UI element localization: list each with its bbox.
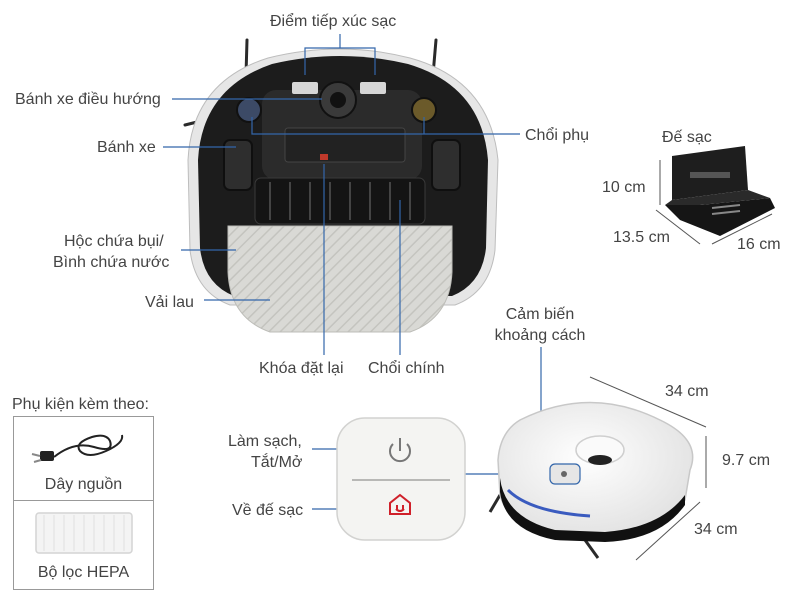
accessory-power-cord: Dây nguồn [13, 416, 154, 502]
mop-cloth [227, 225, 453, 333]
dock-width: 16 cm [737, 236, 781, 253]
accessories-title: Phụ kiện kèm theo: [12, 396, 149, 413]
left-wheel [223, 139, 253, 191]
dock-depth: 13.5 cm [613, 229, 670, 246]
label-reset-lock: Khóa đặt lại [259, 360, 344, 377]
right-wheel [431, 139, 461, 191]
label-nav-wheel: Bánh xe điều hướng [15, 91, 161, 108]
label-side-brush: Chổi phụ [525, 127, 590, 144]
label-mop-cloth: Vải lau [145, 294, 194, 311]
control-panel [336, 417, 466, 541]
label-main-brush: Chổi chính [368, 360, 445, 377]
robot-width: 34 cm [665, 383, 709, 400]
label-dust-bin-line2: Bình chứa nước [53, 254, 170, 271]
power-cord-icon [31, 434, 124, 463]
dock-title: Đế sạc [662, 129, 712, 146]
accessory-label-power-cord: Dây nguồn [44, 476, 123, 493]
side-brush-left [236, 97, 262, 123]
hepa-filter-icon [35, 512, 133, 554]
label-charge-contacts: Điểm tiếp xúc sạc [270, 13, 397, 30]
label-clean-power-line1: Làm sạch, [228, 433, 302, 450]
home-icon [389, 493, 411, 515]
charging-dock [665, 146, 775, 236]
label-wheel: Bánh xe [97, 139, 156, 156]
dock-dimension-lines [655, 160, 773, 245]
accessory-label-hepa-filter: Bộ lọc HEPA [37, 564, 130, 581]
accessory-hepa-filter: Bộ lọc HEPA [13, 500, 154, 590]
callout-lines [163, 34, 596, 510]
charge-contact-left [292, 82, 318, 94]
robot-depth: 34 cm [694, 521, 738, 538]
dock-height: 10 cm [602, 179, 646, 196]
main-brush [254, 177, 426, 225]
robot-underside [183, 38, 499, 333]
power-icon [389, 438, 411, 463]
robot-top [488, 401, 694, 559]
robot-height: 9.7 cm [722, 452, 771, 469]
label-dust-bin-line1: Hộc chứa bụi/ [64, 233, 164, 250]
charge-contact-right [360, 82, 386, 94]
label-distance-sensor-line2: khoảng cách [494, 327, 586, 344]
label-distance-sensor-line1: Cảm biến [505, 306, 575, 323]
label-clean-power-line2: Tắt/Mở [251, 454, 303, 471]
robot-dimension-lines [589, 376, 707, 561]
label-return-dock: Về đế sạc [232, 502, 304, 519]
